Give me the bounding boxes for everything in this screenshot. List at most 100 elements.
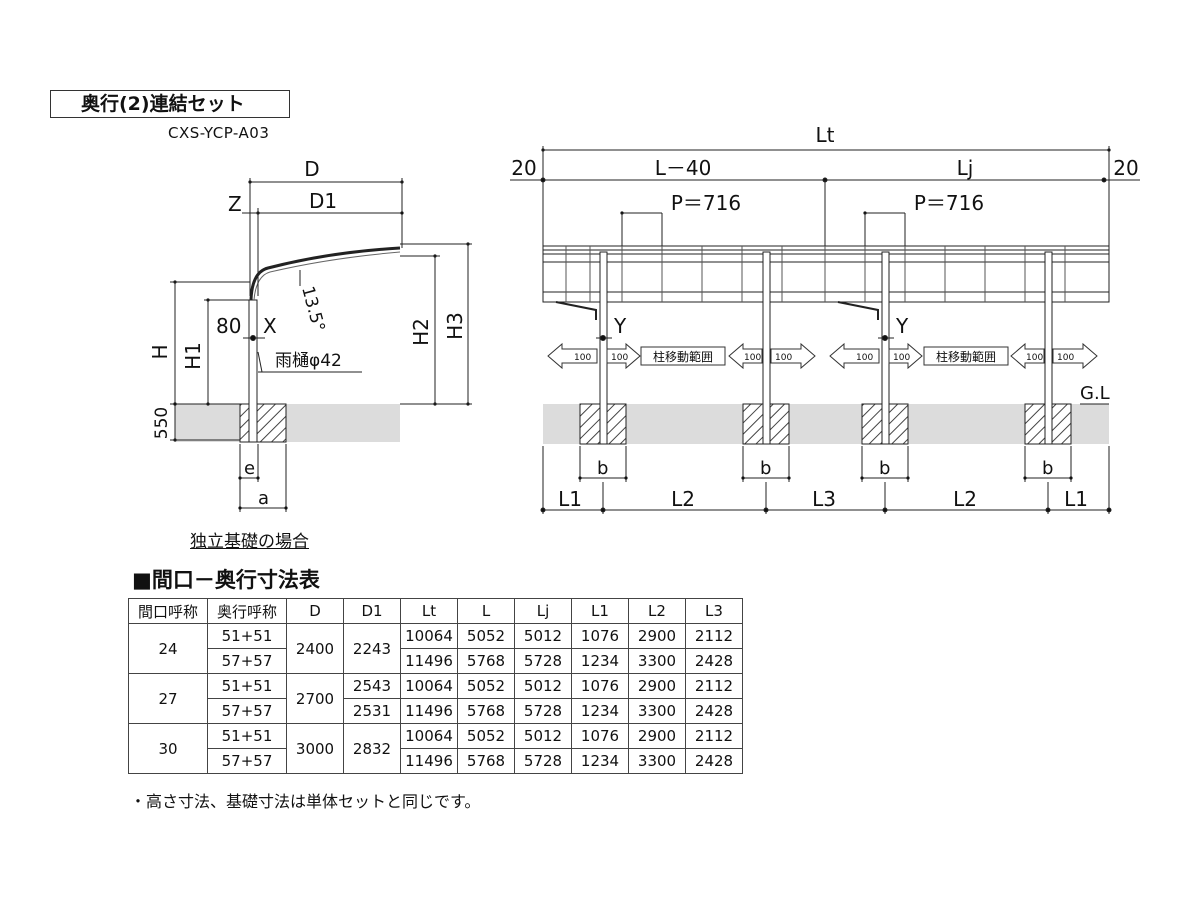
label-H1: H1 bbox=[181, 342, 205, 370]
move-range-label-1: 柱移動範囲 bbox=[653, 349, 713, 364]
gutter-1 bbox=[555, 301, 597, 320]
header-D: D bbox=[286, 598, 344, 624]
dimension-table: 間口呼称 奥行呼称 D D1 Lt L Lj L1 L2 L3 24 51+51… bbox=[128, 598, 743, 774]
label-D: D bbox=[304, 157, 319, 181]
table-row: 30 51+51 3000 2832 10064 5052 5012 1076 … bbox=[128, 723, 743, 774]
arrow-100-2: 100 bbox=[611, 353, 628, 363]
cell-L1: 1076 bbox=[571, 723, 629, 749]
cell-L3: 2112 bbox=[685, 673, 743, 699]
cell-L2: 2900 bbox=[628, 723, 686, 749]
label-GL: G.L bbox=[1080, 383, 1110, 404]
label-b-4: b bbox=[1042, 458, 1053, 479]
arrow-right-4 bbox=[1052, 342, 1098, 370]
header-D1: D1 bbox=[343, 598, 401, 624]
cell-L3: 2428 bbox=[685, 648, 743, 674]
cell-D1: 2243 bbox=[343, 623, 401, 674]
arrow-right-2 bbox=[770, 342, 816, 370]
post-3 bbox=[881, 251, 890, 445]
cell-L: 5768 bbox=[457, 748, 515, 774]
cell-L1: 1076 bbox=[571, 623, 629, 649]
cell-depth: 51+51 bbox=[207, 673, 287, 699]
side-view-labels: D D1 Z 13.5° 80 X H H1 雨樋φ42 H2 H3 550 e… bbox=[148, 157, 467, 509]
arrow-100-5: 100 bbox=[856, 353, 873, 363]
cell-L1: 1234 bbox=[571, 698, 629, 724]
cell-Lj: 5012 bbox=[514, 623, 572, 649]
front-view bbox=[510, 146, 1140, 514]
header-L2: L2 bbox=[628, 598, 686, 624]
roof-front bbox=[542, 253, 1110, 303]
label-X: X bbox=[263, 314, 277, 338]
label-e: e bbox=[244, 458, 255, 479]
arrow-100-8: 100 bbox=[1057, 353, 1074, 363]
post-4 bbox=[1044, 251, 1053, 445]
label-downpipe: 雨樋φ42 bbox=[275, 351, 342, 371]
cell-L1: 1234 bbox=[571, 648, 629, 674]
arrow-left-3 bbox=[829, 342, 880, 370]
ground-band bbox=[175, 404, 400, 442]
ground-band-front bbox=[543, 404, 1109, 444]
label-20-right: 20 bbox=[1113, 156, 1138, 180]
label-Z: Z bbox=[228, 192, 242, 216]
cell-D: 2400 bbox=[286, 623, 344, 674]
label-H3: H3 bbox=[443, 312, 467, 340]
cell-L2: 2900 bbox=[628, 623, 686, 649]
cell-L2: 3300 bbox=[628, 698, 686, 724]
header-L3: L3 bbox=[685, 598, 743, 624]
model-code: CXS-YCP-A03 bbox=[168, 124, 270, 142]
foundation bbox=[239, 403, 287, 443]
cell-D: 2700 bbox=[286, 673, 344, 724]
cell-Lj: 5728 bbox=[514, 648, 572, 674]
cell-width: 24 bbox=[128, 623, 208, 674]
cell-L1: 1234 bbox=[571, 748, 629, 774]
roof-beam bbox=[249, 246, 401, 301]
cell-Lj: 5728 bbox=[514, 748, 572, 774]
arrow-100-6: 100 bbox=[893, 353, 910, 363]
set-title: 奥行(2)連結セット bbox=[50, 90, 290, 118]
label-b-3: b bbox=[879, 458, 890, 479]
label-Y-2: Y bbox=[895, 314, 909, 338]
cell-D1: 2543 bbox=[343, 673, 401, 699]
move-range-arrows bbox=[547, 342, 1098, 370]
cell-width: 30 bbox=[128, 723, 208, 774]
side-view-caption: 独立基礎の場合 bbox=[190, 532, 309, 552]
cell-L2: 2900 bbox=[628, 673, 686, 699]
header-depth-name: 奥行呼称 bbox=[207, 598, 287, 624]
post-2 bbox=[762, 251, 771, 445]
arrow-left-2 bbox=[728, 342, 763, 370]
cell-depth: 57+57 bbox=[207, 648, 287, 674]
label-L1-right: L1 bbox=[1064, 487, 1088, 511]
label-P-1: P＝716 bbox=[671, 191, 741, 215]
header-width-name: 間口呼称 bbox=[128, 598, 208, 624]
front-view-labels: Lt 20 L－40 Lj 20 P＝716 P＝716 Y Y G.L b b… bbox=[511, 123, 1138, 511]
cell-D1: 2531 bbox=[343, 698, 401, 724]
cell-Lt: 10064 bbox=[400, 723, 458, 749]
label-H2: H2 bbox=[409, 318, 433, 346]
label-P-2: P＝716 bbox=[914, 191, 984, 215]
arrow-right-1 bbox=[606, 342, 641, 370]
cell-L3: 2112 bbox=[685, 623, 743, 649]
move-range-box-1 bbox=[640, 346, 726, 366]
header-Lt: Lt bbox=[400, 598, 458, 624]
roof-panel bbox=[253, 251, 401, 301]
label-b-2: b bbox=[760, 458, 771, 479]
cell-L1: 1076 bbox=[571, 673, 629, 699]
table-row: 24 51+51 2400 2243 10064 5052 5012 1076 … bbox=[128, 623, 743, 674]
cell-Lt: 11496 bbox=[400, 748, 458, 774]
cell-L: 5052 bbox=[457, 673, 515, 699]
table-header-row: 間口呼称 奥行呼称 D D1 Lt L Lj L1 L2 L3 bbox=[128, 598, 743, 624]
cell-L3: 2112 bbox=[685, 723, 743, 749]
label-80: 80 bbox=[216, 314, 241, 338]
post-1 bbox=[599, 251, 608, 445]
footnote: ・高さ寸法、基礎寸法は単体セットと同じです。 bbox=[130, 792, 481, 811]
header-L: L bbox=[457, 598, 515, 624]
label-20-left: 20 bbox=[511, 156, 536, 180]
cell-width: 27 bbox=[128, 673, 208, 724]
label-Lj: Lj bbox=[957, 156, 974, 180]
arrow-100-7: 100 bbox=[1026, 353, 1043, 363]
cell-L: 5052 bbox=[457, 623, 515, 649]
cell-L3: 2428 bbox=[685, 748, 743, 774]
cell-Lt: 10064 bbox=[400, 623, 458, 649]
cell-Lj: 5012 bbox=[514, 673, 572, 699]
cell-L: 5768 bbox=[457, 698, 515, 724]
